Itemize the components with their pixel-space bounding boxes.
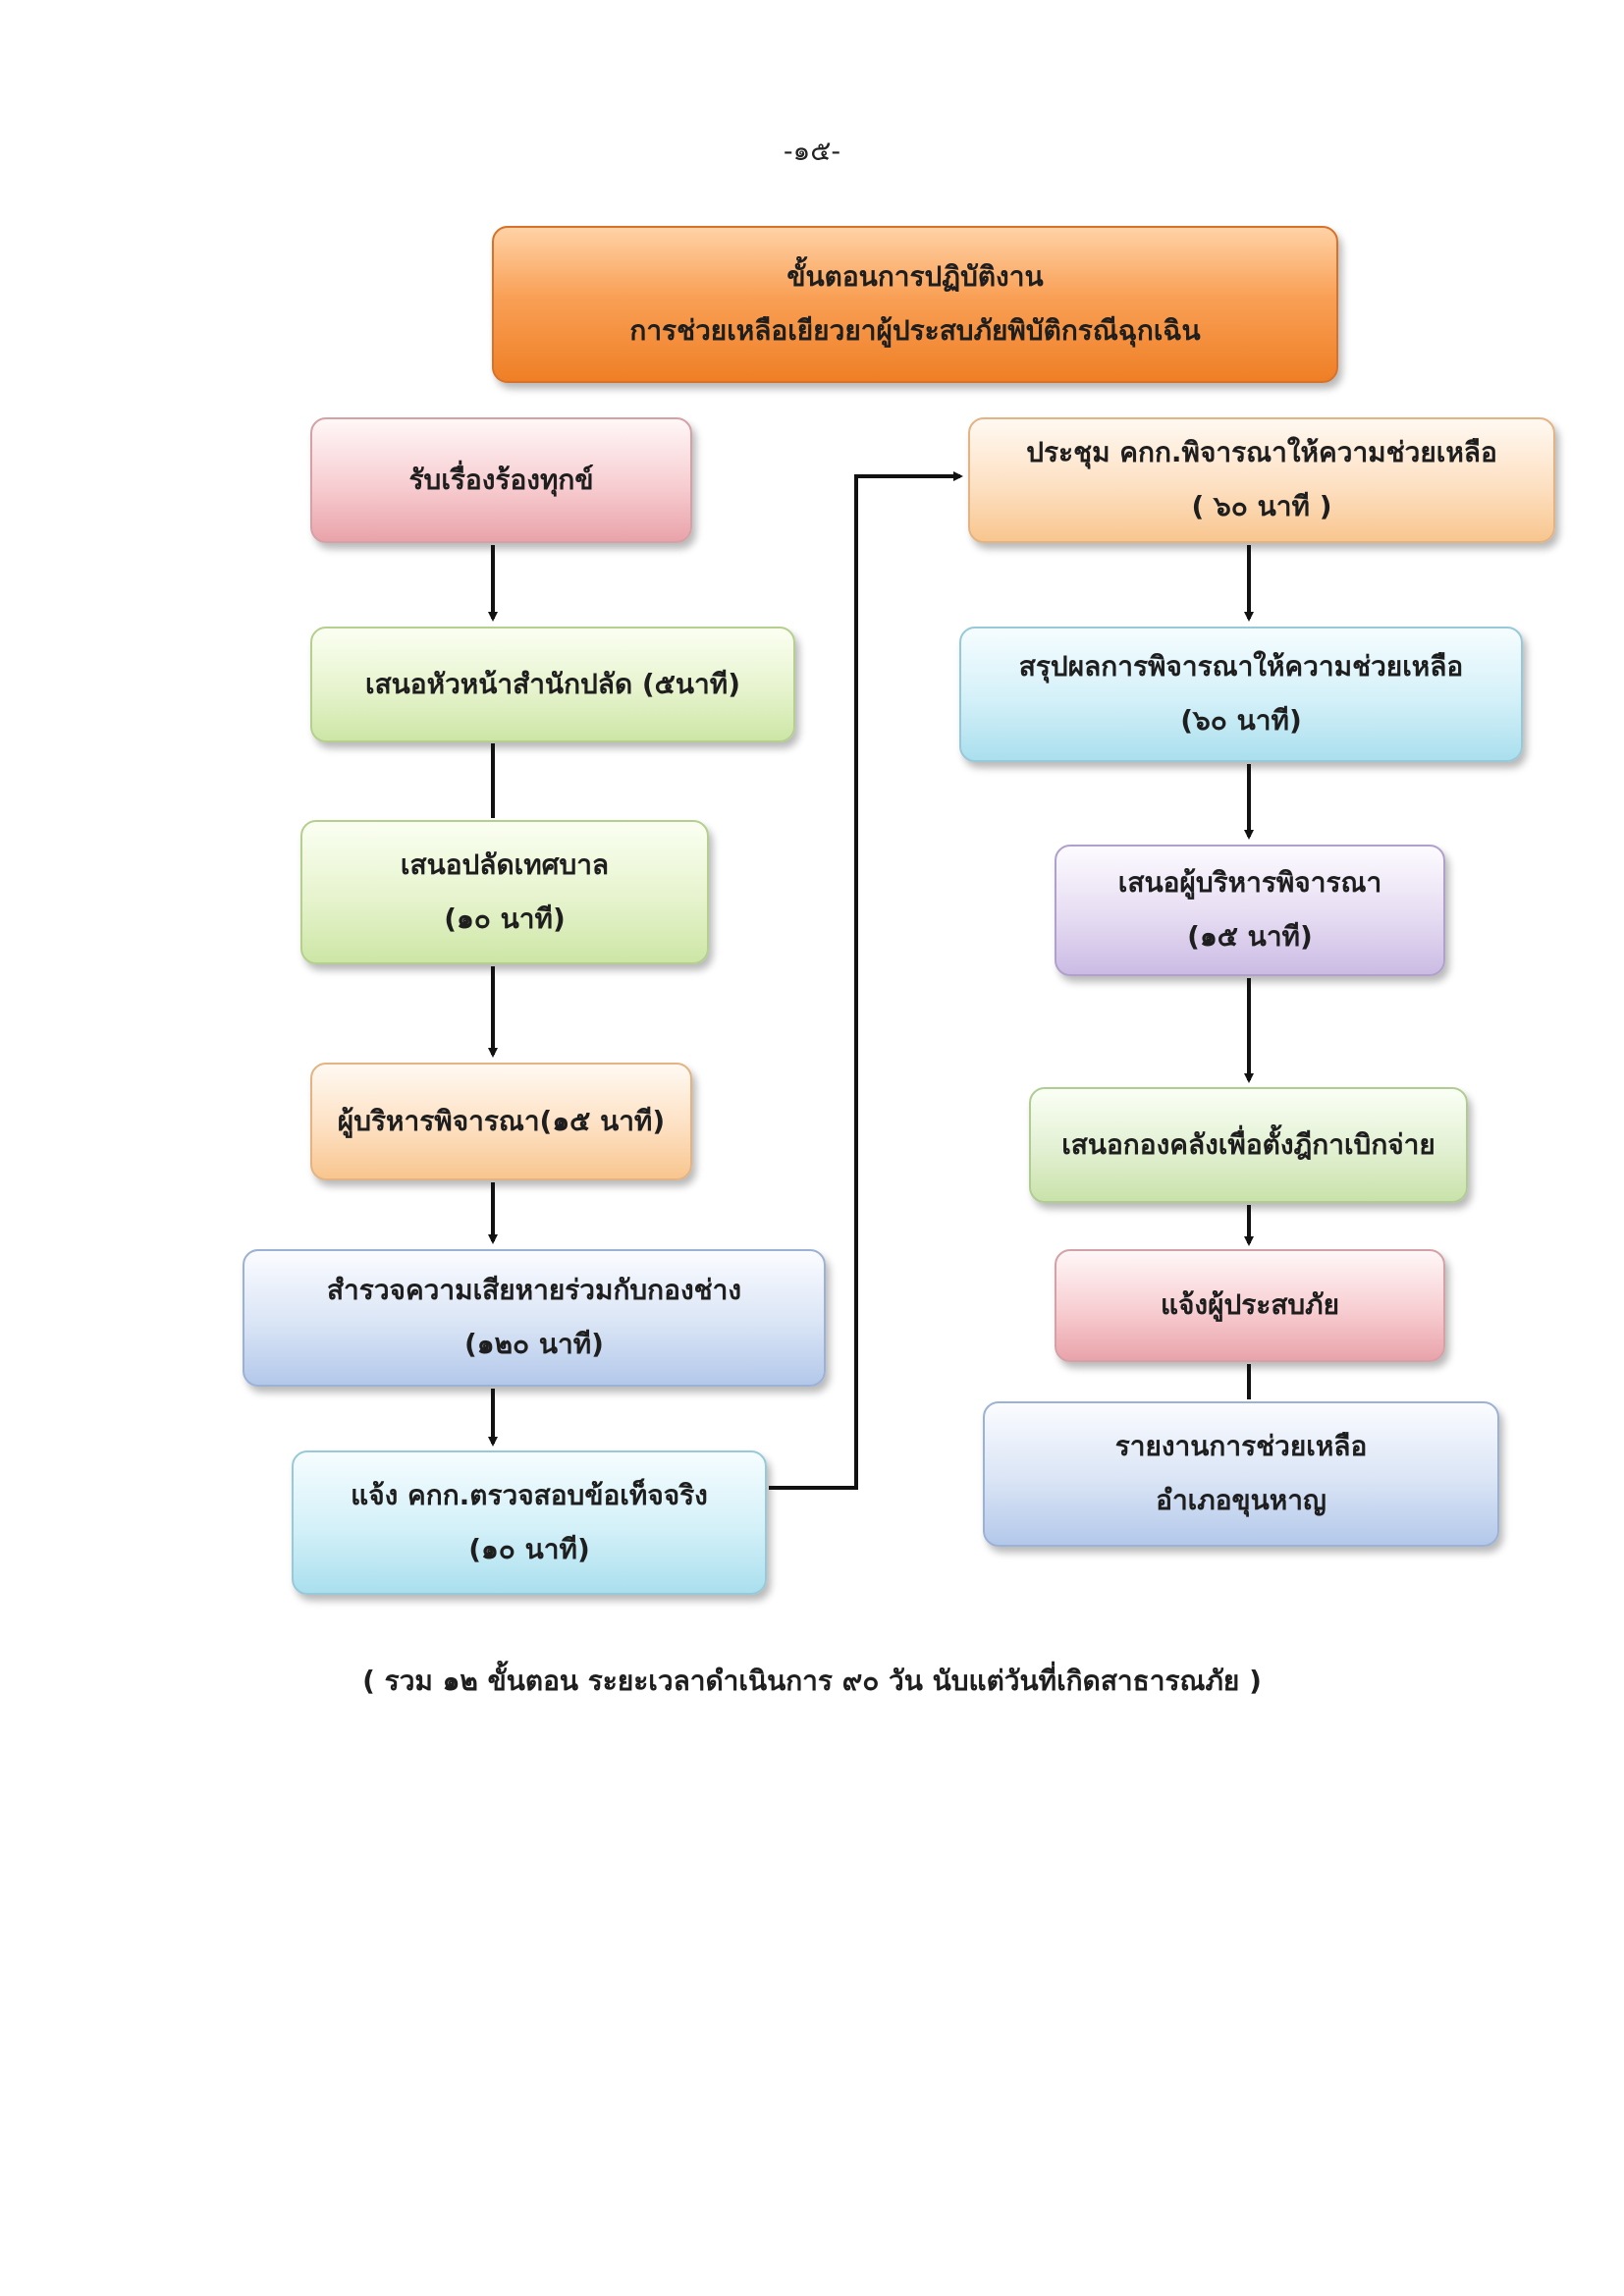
step-summarize-result: สรุปผลการพิจารณาให้ความช่วยเหลือ (๖๐ นาท…: [959, 627, 1523, 762]
step-label: สำรวจความเสียหายร่วมกับกองช่าง: [326, 1274, 742, 1307]
step-finance-disbursement: เสนอกองคลังเพื่อตั้งฎีกาเบิกจ่าย: [1029, 1087, 1468, 1203]
step-propose-executive: เสนอผู้บริหารพิจารณา (๑๕ นาที): [1055, 845, 1445, 976]
step-propose-municipal-clerk: เสนอปลัดเทศบาล (๑๐ นาที): [300, 820, 709, 964]
title-box: ขั้นตอนการปฏิบัติงาน การช่วยเหลือเยียวยา…: [492, 226, 1338, 383]
title-line-2: การช่วยเหลือเยียวยาผู้ประสบภัยพิบัติกรณี…: [629, 314, 1201, 347]
step-damage-survey: สำรวจความเสียหายร่วมกับกองช่าง (๑๒๐ นาที…: [243, 1249, 826, 1387]
step-label: สรุปผลการพิจารณาให้ความช่วยเหลือ: [1018, 650, 1464, 683]
step-duration: (๑๕ นาที): [1187, 920, 1313, 953]
step-notify-committee: แจ้ง คกก.ตรวจสอบข้อเท็จจริง (๑๐ นาที): [292, 1450, 767, 1595]
step-duration: (๑๒๐ นาที): [464, 1328, 604, 1360]
step-notify-victims: แจ้งผู้ประสบภัย: [1055, 1249, 1445, 1362]
step-label: รายงานการช่วยเหลือ: [1114, 1430, 1368, 1463]
step-committee-meeting: ประชุม คกก.พิจารณาให้ความช่วยเหลือ ( ๖๐ …: [968, 417, 1555, 543]
step-label: เสนอหัวหน้าสำนักปลัด (๕นาที): [365, 667, 740, 700]
step-duration: (๑๐ นาที): [444, 902, 566, 935]
step-report-district: รายงานการช่วยเหลือ อำเภอขุนหาญ: [983, 1401, 1499, 1547]
step-executive-review: ผู้บริหารพิจารณา(๑๕ นาที): [310, 1063, 692, 1180]
step-duration: (๑๐ นาที): [468, 1532, 590, 1565]
step-receive-complaint: รับเรื่องร้องทุกข์: [310, 417, 692, 543]
step-label: รับเรื่องร้องทุกข์: [408, 463, 594, 496]
step-label: ผู้บริหารพิจารณา(๑๕ นาที): [337, 1104, 666, 1137]
footer-note: ( รวม ๑๒ ขั้นตอน ระยะเวลาดำเนินการ ๙๐ วั…: [362, 1665, 1262, 1697]
title-line-1: ขั้นตอนการปฏิบัติงาน: [786, 260, 1044, 294]
step-duration: (๖๐ นาที): [1180, 704, 1302, 737]
step-label: แจ้ง คกก.ตรวจสอบข้อเท็จจริง: [351, 1478, 708, 1511]
step-label: ประชุม คกก.พิจารณาให้ความช่วยเหลือ: [1026, 436, 1497, 469]
step-label-2: อำเภอขุนหาญ: [1156, 1484, 1326, 1516]
page-number: -๑๕-: [784, 135, 840, 167]
step-duration: ( ๖๐ นาที ): [1191, 490, 1332, 522]
arrow-crossover: [769, 471, 963, 1490]
step-label: แจ้งผู้ประสบภัย: [1160, 1288, 1340, 1322]
step-label: เสนอปลัดเทศบาล: [400, 847, 610, 881]
step-label: เสนอกองคลังเพื่อตั้งฎีกาเบิกจ่าย: [1061, 1127, 1435, 1161]
step-label: เสนอผู้บริหารพิจารณา: [1117, 866, 1382, 900]
step-propose-section-head: เสนอหัวหน้าสำนักปลัด (๕นาที): [310, 627, 795, 742]
